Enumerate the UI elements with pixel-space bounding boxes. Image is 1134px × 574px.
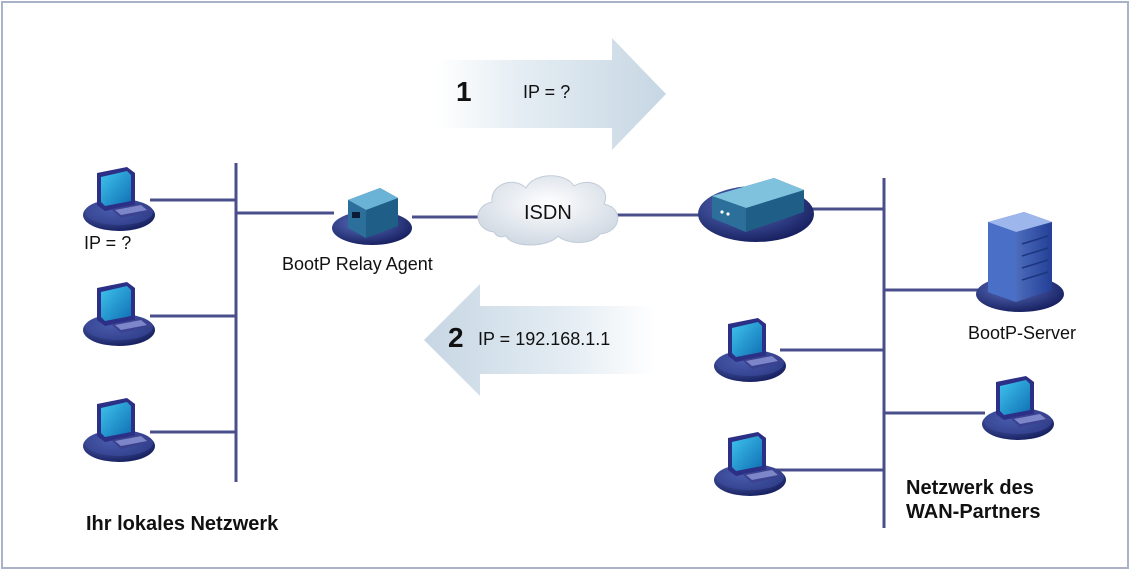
cloud-icon bbox=[477, 175, 619, 246]
router-icon bbox=[698, 178, 814, 242]
network-wires bbox=[150, 163, 985, 528]
pc-icon bbox=[83, 398, 155, 462]
local-network-label: Ihr lokales Netzwerk bbox=[86, 513, 279, 535]
arrow-1-text: IP = ? bbox=[523, 82, 571, 102]
arrow-left-icon bbox=[424, 284, 656, 396]
pc-icon bbox=[982, 376, 1054, 440]
relay-agent-label: BootP Relay Agent bbox=[282, 254, 433, 274]
wan-network-label-line1: Netzwerk des bbox=[906, 477, 1034, 499]
isdn-label: ISDN bbox=[524, 202, 572, 224]
bootp-server-label: BootP-Server bbox=[968, 323, 1077, 343]
local-pc-ip-label: IP = ? bbox=[84, 233, 132, 253]
pc-icon bbox=[83, 167, 155, 231]
arrow-2-number: 2 bbox=[448, 322, 464, 353]
server-icon bbox=[976, 212, 1064, 312]
arrow-1-number: 1 bbox=[456, 76, 472, 107]
arrow-right-icon bbox=[436, 38, 666, 150]
pc-icon bbox=[83, 282, 155, 346]
pc-icon bbox=[714, 318, 786, 382]
router-icon bbox=[332, 188, 412, 245]
wan-network-label-line2: WAN-Partners bbox=[906, 501, 1041, 523]
pc-icon bbox=[714, 432, 786, 496]
arrow-2-text: IP = 192.168.1.1 bbox=[478, 329, 611, 349]
